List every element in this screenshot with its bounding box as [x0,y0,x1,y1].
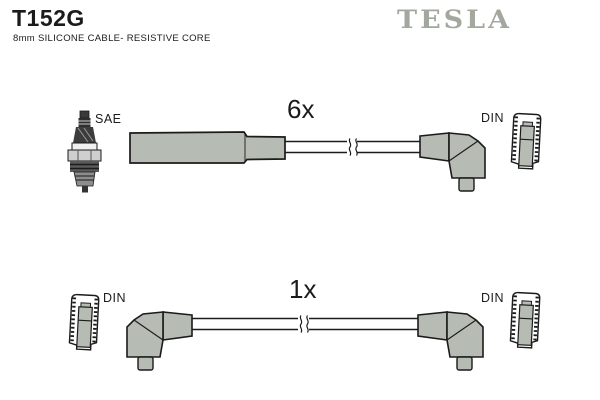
cable-break-icon [348,138,358,156]
elbow-boot-icon [417,311,484,371]
elbow-boot-icon [419,132,486,192]
connector-label-din-bottom-right: DIN [481,291,505,305]
din-connector-icon [509,111,543,171]
cable-break-icon [299,315,309,333]
tesla-logo: TESLA [397,5,513,35]
quantity-label-bottom: 1x [289,274,317,304]
din-connector-icon [508,290,542,350]
din-connector-icon [67,292,101,352]
quantity-label-top: 6x [287,94,315,124]
cable-bottom [192,315,418,333]
part-number: T152G [12,5,85,31]
connector-label-sae: SAE [95,112,122,126]
connector-label-din-top-right: DIN [481,111,505,125]
elbow-boot-icon [126,311,193,371]
straight-boot-icon [129,131,286,164]
product-subtitle: 8mm SILICONE CABLE- RESISTIVE CORE [13,33,211,44]
spark-plug-icon [67,110,102,193]
cable-top [285,138,420,156]
connector-label-din-bottom-left: DIN [103,291,127,305]
